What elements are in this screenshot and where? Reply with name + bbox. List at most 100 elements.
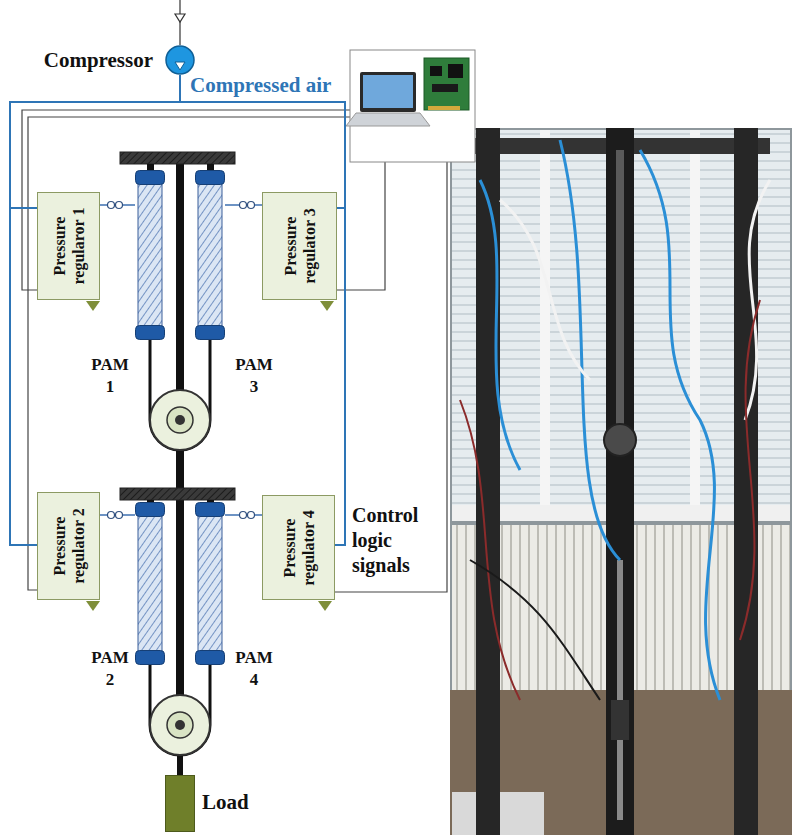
regulator-label: Pressure regulator 2	[49, 498, 87, 594]
muscle-outline	[135, 502, 165, 665]
connector-group	[100, 512, 135, 519]
connector-group	[10, 75, 180, 545]
valve-symbol	[248, 202, 255, 209]
muscle-cap	[196, 503, 225, 517]
pulley-axle	[175, 720, 185, 730]
valve-symbol	[116, 512, 123, 519]
signal-wire	[470, 560, 600, 700]
rotated-holder: Pressure regularor 1	[49, 198, 87, 294]
compressor-body	[166, 46, 194, 74]
laptop-base	[346, 113, 430, 126]
air-line	[180, 75, 345, 545]
pulley-hub	[167, 407, 193, 433]
rotated-holder: Pressure regulator 2	[49, 498, 87, 594]
muscle-cap	[136, 171, 165, 185]
drain-symbol	[318, 601, 332, 611]
pressure-regulator: Pressure regularor 1	[37, 192, 100, 300]
laptop-screen	[360, 72, 416, 112]
connector-group	[100, 202, 135, 209]
computer-panel	[350, 50, 475, 162]
connector-group	[225, 202, 262, 209]
pulley-hub	[167, 712, 193, 738]
muscle-outline	[195, 502, 225, 665]
muscle-body	[138, 182, 162, 328]
window-frame	[690, 130, 700, 520]
valve-symbol	[108, 512, 115, 519]
pneumatic-muscle: PAM 4	[195, 502, 225, 665]
label-holder: PAM 3	[231, 354, 277, 398]
regulator-label: Pressure regulator 3	[280, 198, 318, 294]
rotated-holder: Pressure regulator 3	[280, 198, 318, 294]
compressor-label: Compressor	[44, 48, 153, 73]
compressor-symbol: Compressor	[165, 45, 195, 75]
laptop-display	[363, 75, 413, 108]
regulator-label: Pressure regulator 4	[279, 501, 317, 594]
muscle-label: PAM 4	[231, 647, 277, 691]
frame-post	[606, 128, 634, 835]
muscle-cap	[196, 171, 225, 185]
muscle-label: PAM 2	[87, 647, 133, 691]
compressor-outline	[165, 45, 195, 75]
label-holder: PAM 2	[87, 647, 133, 691]
compressor-arrow	[175, 62, 185, 70]
white-tube	[745, 180, 770, 420]
muscle-label: PAM 1	[87, 354, 133, 398]
rod-photo	[617, 560, 623, 820]
fixed-bar	[120, 152, 235, 164]
muscle-cap	[136, 651, 165, 665]
label-holder: PAM 1	[87, 354, 133, 398]
pulley-photo	[604, 424, 636, 456]
weight-photo	[611, 700, 629, 740]
signal-wire	[460, 400, 520, 700]
frame-post	[734, 128, 758, 835]
pneumatic-muscle: PAM 2	[135, 502, 165, 665]
load-label: Load	[202, 790, 249, 815]
rope	[150, 663, 210, 755]
pressure-regulator: Pressure regulator 3	[262, 192, 337, 300]
muscle-body	[198, 514, 222, 653]
muscle-body	[138, 514, 162, 653]
chip	[432, 84, 458, 92]
pneumatic-muscle: PAM 1	[135, 170, 165, 340]
regulator-label: Pressure regularor 1	[49, 198, 87, 294]
valve-symbol	[108, 202, 115, 209]
muscle-cap	[136, 326, 165, 340]
moving-bar	[120, 488, 235, 500]
chip	[448, 64, 463, 78]
muscle-cap	[196, 326, 225, 340]
valve-symbol	[240, 202, 247, 209]
chain	[616, 150, 624, 430]
air-line	[10, 75, 180, 545]
muscle-cap	[136, 503, 165, 517]
signal-wire	[740, 300, 760, 640]
signal-label: Control logic signals	[352, 503, 440, 578]
connector-group	[225, 512, 262, 519]
pulley-axle	[175, 415, 185, 425]
label-holder: PAM 4	[231, 647, 277, 691]
inlet-arrow	[175, 14, 185, 22]
rotated-holder: Pressure regulator 4	[279, 501, 317, 594]
connector-group	[180, 75, 345, 545]
rope	[150, 338, 210, 450]
pressure-regulator: Pressure regulator 4	[262, 495, 335, 600]
load-block: Load	[165, 775, 195, 832]
label-holder: Load	[202, 790, 249, 815]
muscle-outline	[135, 170, 165, 340]
io-card	[424, 58, 469, 110]
air-label: Compressed air	[190, 72, 331, 98]
pneumatic-muscle: PAM 3	[195, 170, 225, 340]
window-frame	[540, 130, 550, 520]
pressure-regulator: Pressure regulator 2	[37, 492, 100, 600]
muscle-body	[198, 182, 222, 328]
valve-symbol	[116, 202, 123, 209]
muscle-cap	[196, 651, 225, 665]
pulley	[150, 695, 210, 755]
white-tube	[500, 200, 590, 380]
valve-symbol	[240, 512, 247, 519]
air-tube	[640, 150, 720, 700]
air-tube	[480, 180, 520, 470]
label-holder: Compressor	[44, 48, 153, 73]
